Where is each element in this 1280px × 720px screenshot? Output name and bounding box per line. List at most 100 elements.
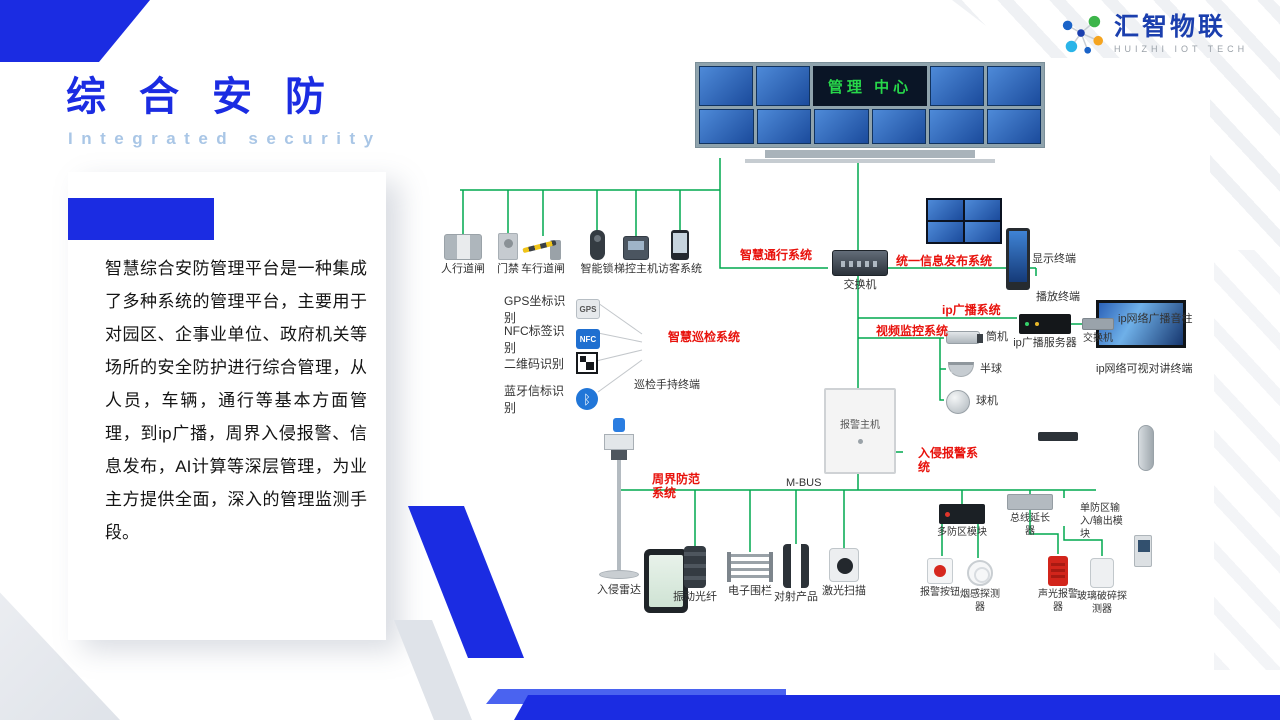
device-main-switch: 交换机: [828, 250, 892, 293]
wall-screen: [871, 109, 926, 144]
page-title: 综合安防: [66, 75, 358, 119]
wall-stand-base: [745, 159, 995, 163]
patrol-item-bluetooth: 蓝牙信标识别 ᛒ: [504, 382, 598, 416]
speaker-column-icon: [1138, 425, 1154, 471]
intercom-terminal-label: ip网络可视对讲终端: [1096, 363, 1193, 375]
diagonal-stripes-right-edge: [1214, 250, 1280, 670]
top-left-accent-shape: [0, 0, 150, 62]
dome-camera-icon: [948, 362, 974, 377]
logo-subtitle: HUIZHI IOT TECH: [1114, 44, 1249, 55]
single-zone-module-label: 单防区输入/输出模块: [1080, 503, 1123, 540]
ptz-camera-icon: [946, 390, 970, 414]
display-terminal-label: 显示终端: [1032, 253, 1076, 265]
handheld-terminal-icon: [644, 549, 688, 613]
wall-screen: [755, 66, 810, 107]
alarm-host-cabinet: 报警主机: [824, 388, 896, 474]
device-bus-extender: 总线延长器: [1004, 494, 1056, 538]
signage-display-icon: [1006, 228, 1030, 290]
sound-light-alarm-icon: [1048, 556, 1068, 586]
device-elevator-host: 梯控主机: [614, 230, 658, 277]
logo-network-icon: [1062, 15, 1103, 54]
patrol-item-nfc: NFC标签识别 NFC: [504, 322, 600, 356]
patrol-item-qrcode: 二维码识别: [504, 352, 598, 374]
radar-head-icon: [604, 434, 634, 450]
gps-icon: GPS: [576, 299, 600, 319]
nfc-icon: NFC: [576, 329, 600, 349]
bus-extender-icon: [1007, 494, 1053, 510]
system-label-info: 统一信息发布系统: [896, 254, 993, 268]
wall-screen: [930, 66, 985, 107]
elevator-host-icon: [623, 236, 649, 260]
radar-beacon-icon: [613, 418, 625, 432]
wall-bottom-row: [699, 109, 1041, 144]
qrcode-icon: [576, 352, 598, 374]
wall-screen: [986, 109, 1041, 144]
device-vibration-fiber: 振动光纤: [673, 546, 717, 605]
device-door-access: 门禁: [488, 230, 528, 277]
mbus-label: M-BUS: [786, 477, 822, 489]
device-smart-lock: 智能锁: [577, 230, 617, 277]
management-center-wall: 管理 中心: [695, 62, 1045, 148]
wall-stand: [765, 150, 975, 158]
beam-sensor-icon: [783, 544, 809, 588]
device-smoke-detector: 烟感探测器: [958, 560, 1002, 614]
alarm-button-icon: [927, 558, 953, 584]
video-wall-icon: [926, 198, 1002, 244]
small-switch-icon: [1082, 318, 1114, 330]
device-secondary-switch: 交换机: [1076, 318, 1120, 346]
smart-lock-icon: [589, 230, 605, 260]
device-intrusion-radar: 入侵雷达: [596, 418, 642, 598]
wall-title: 管理 中心: [812, 66, 928, 107]
device-vehicle-gate: 车行道闸: [517, 230, 569, 277]
device-glass-break-detector: 玻璃破碎探测器: [1076, 558, 1128, 616]
system-label-perimeter: 周界防范系统: [652, 472, 701, 501]
smoke-detector-icon: [967, 560, 993, 586]
device-electric-fence: 电子围栏: [726, 552, 774, 599]
vehicle-gate-icon: [522, 234, 564, 260]
wall-screen: [699, 66, 753, 107]
body-text: 智慧综合安防管理平台是一种集成了多种系统的管理平台，主要用于对园区、企事业单位、…: [105, 259, 367, 542]
broadcast-server-icon: [1019, 314, 1071, 334]
alarm-host-label: 报警主机: [840, 420, 880, 431]
system-label-patrol: 智慧巡检系统: [668, 330, 741, 344]
device-pedestrian-gate: 人行道闸: [437, 230, 489, 277]
radar-pole: [617, 460, 621, 570]
vibration-fiber-icon: [684, 546, 706, 588]
device-visitor-system: 访客系统: [658, 230, 702, 277]
device-laser-scan: 激光扫描: [822, 548, 866, 599]
logo: 汇智物联 HUIZHI IOT TECH: [1058, 12, 1248, 56]
device-ptz-camera: 球机: [946, 390, 998, 414]
multi-zone-module-icon: [939, 504, 985, 524]
radar-base: [599, 570, 639, 579]
system-label-broadcast: ip广播系统: [942, 303, 1001, 317]
bullet-camera-icon: [946, 331, 983, 345]
laser-scanner-icon: [829, 548, 859, 582]
wall-screen: [987, 66, 1042, 107]
logo-name: 汇智物联: [1114, 12, 1227, 41]
glass-break-detector-icon: [1090, 558, 1114, 588]
system-label-intrusion: 入侵报警系统: [918, 446, 979, 475]
pedestrian-gate-icon: [444, 234, 482, 260]
play-terminal-label: 播放终端: [1036, 291, 1080, 303]
speaker-column-label: ip网络广播音柱: [1118, 313, 1193, 325]
switch-icon: [832, 250, 888, 276]
device-alarm-button: 报警按钮: [916, 558, 964, 600]
wall-top-row: 管理 中心: [699, 66, 1042, 107]
device-beam-product: 对射产品: [774, 544, 818, 605]
visitor-system-icon: [671, 230, 689, 260]
text-card: [68, 172, 386, 640]
device-dome-camera: 半球: [948, 362, 1002, 377]
device-sound-light-alarm: 声光报警器: [1034, 556, 1082, 614]
page-subtitle: Integrated security: [68, 129, 382, 148]
wall-screen: [929, 109, 984, 144]
bottom-bar-main: [514, 695, 1280, 720]
system-label-video: 视频监控系统: [876, 324, 949, 338]
handheld-terminal-label: 巡检手持终端: [634, 379, 700, 391]
player-device-icon: [1038, 432, 1078, 441]
device-bullet-camera: 筒机: [946, 331, 1008, 345]
device-broadcast-server: ip广播服务器: [1010, 314, 1080, 351]
wall-screen: [699, 109, 754, 144]
bluetooth-icon: ᛒ: [576, 388, 598, 410]
system-label-access: 智慧通行系统: [740, 248, 813, 262]
